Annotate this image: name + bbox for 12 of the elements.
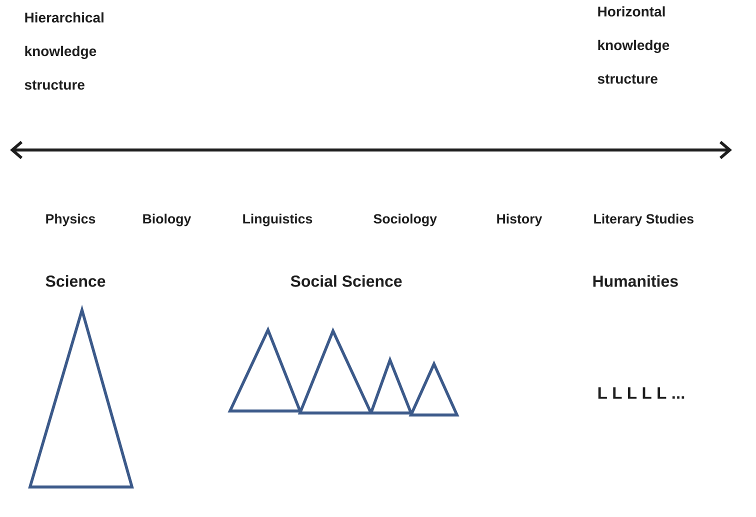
field-label: Humanities xyxy=(593,275,678,287)
heading-text: Horizontal knowledge structure xyxy=(598,6,670,84)
field-label: Social Science xyxy=(290,275,402,287)
subject-label: Biology xyxy=(143,214,192,226)
heading-text: Hierarchical knowledge structure xyxy=(24,12,104,90)
subject-label: History xyxy=(497,214,542,226)
letter-sequence: L L L L L ... xyxy=(598,387,684,399)
subject-label: Linguistics xyxy=(243,214,312,226)
subject-label: Literary Studies xyxy=(594,214,694,226)
subject-label: Physics xyxy=(46,214,96,226)
field-label: Science xyxy=(46,275,106,287)
subject-label: Sociology xyxy=(374,214,437,226)
